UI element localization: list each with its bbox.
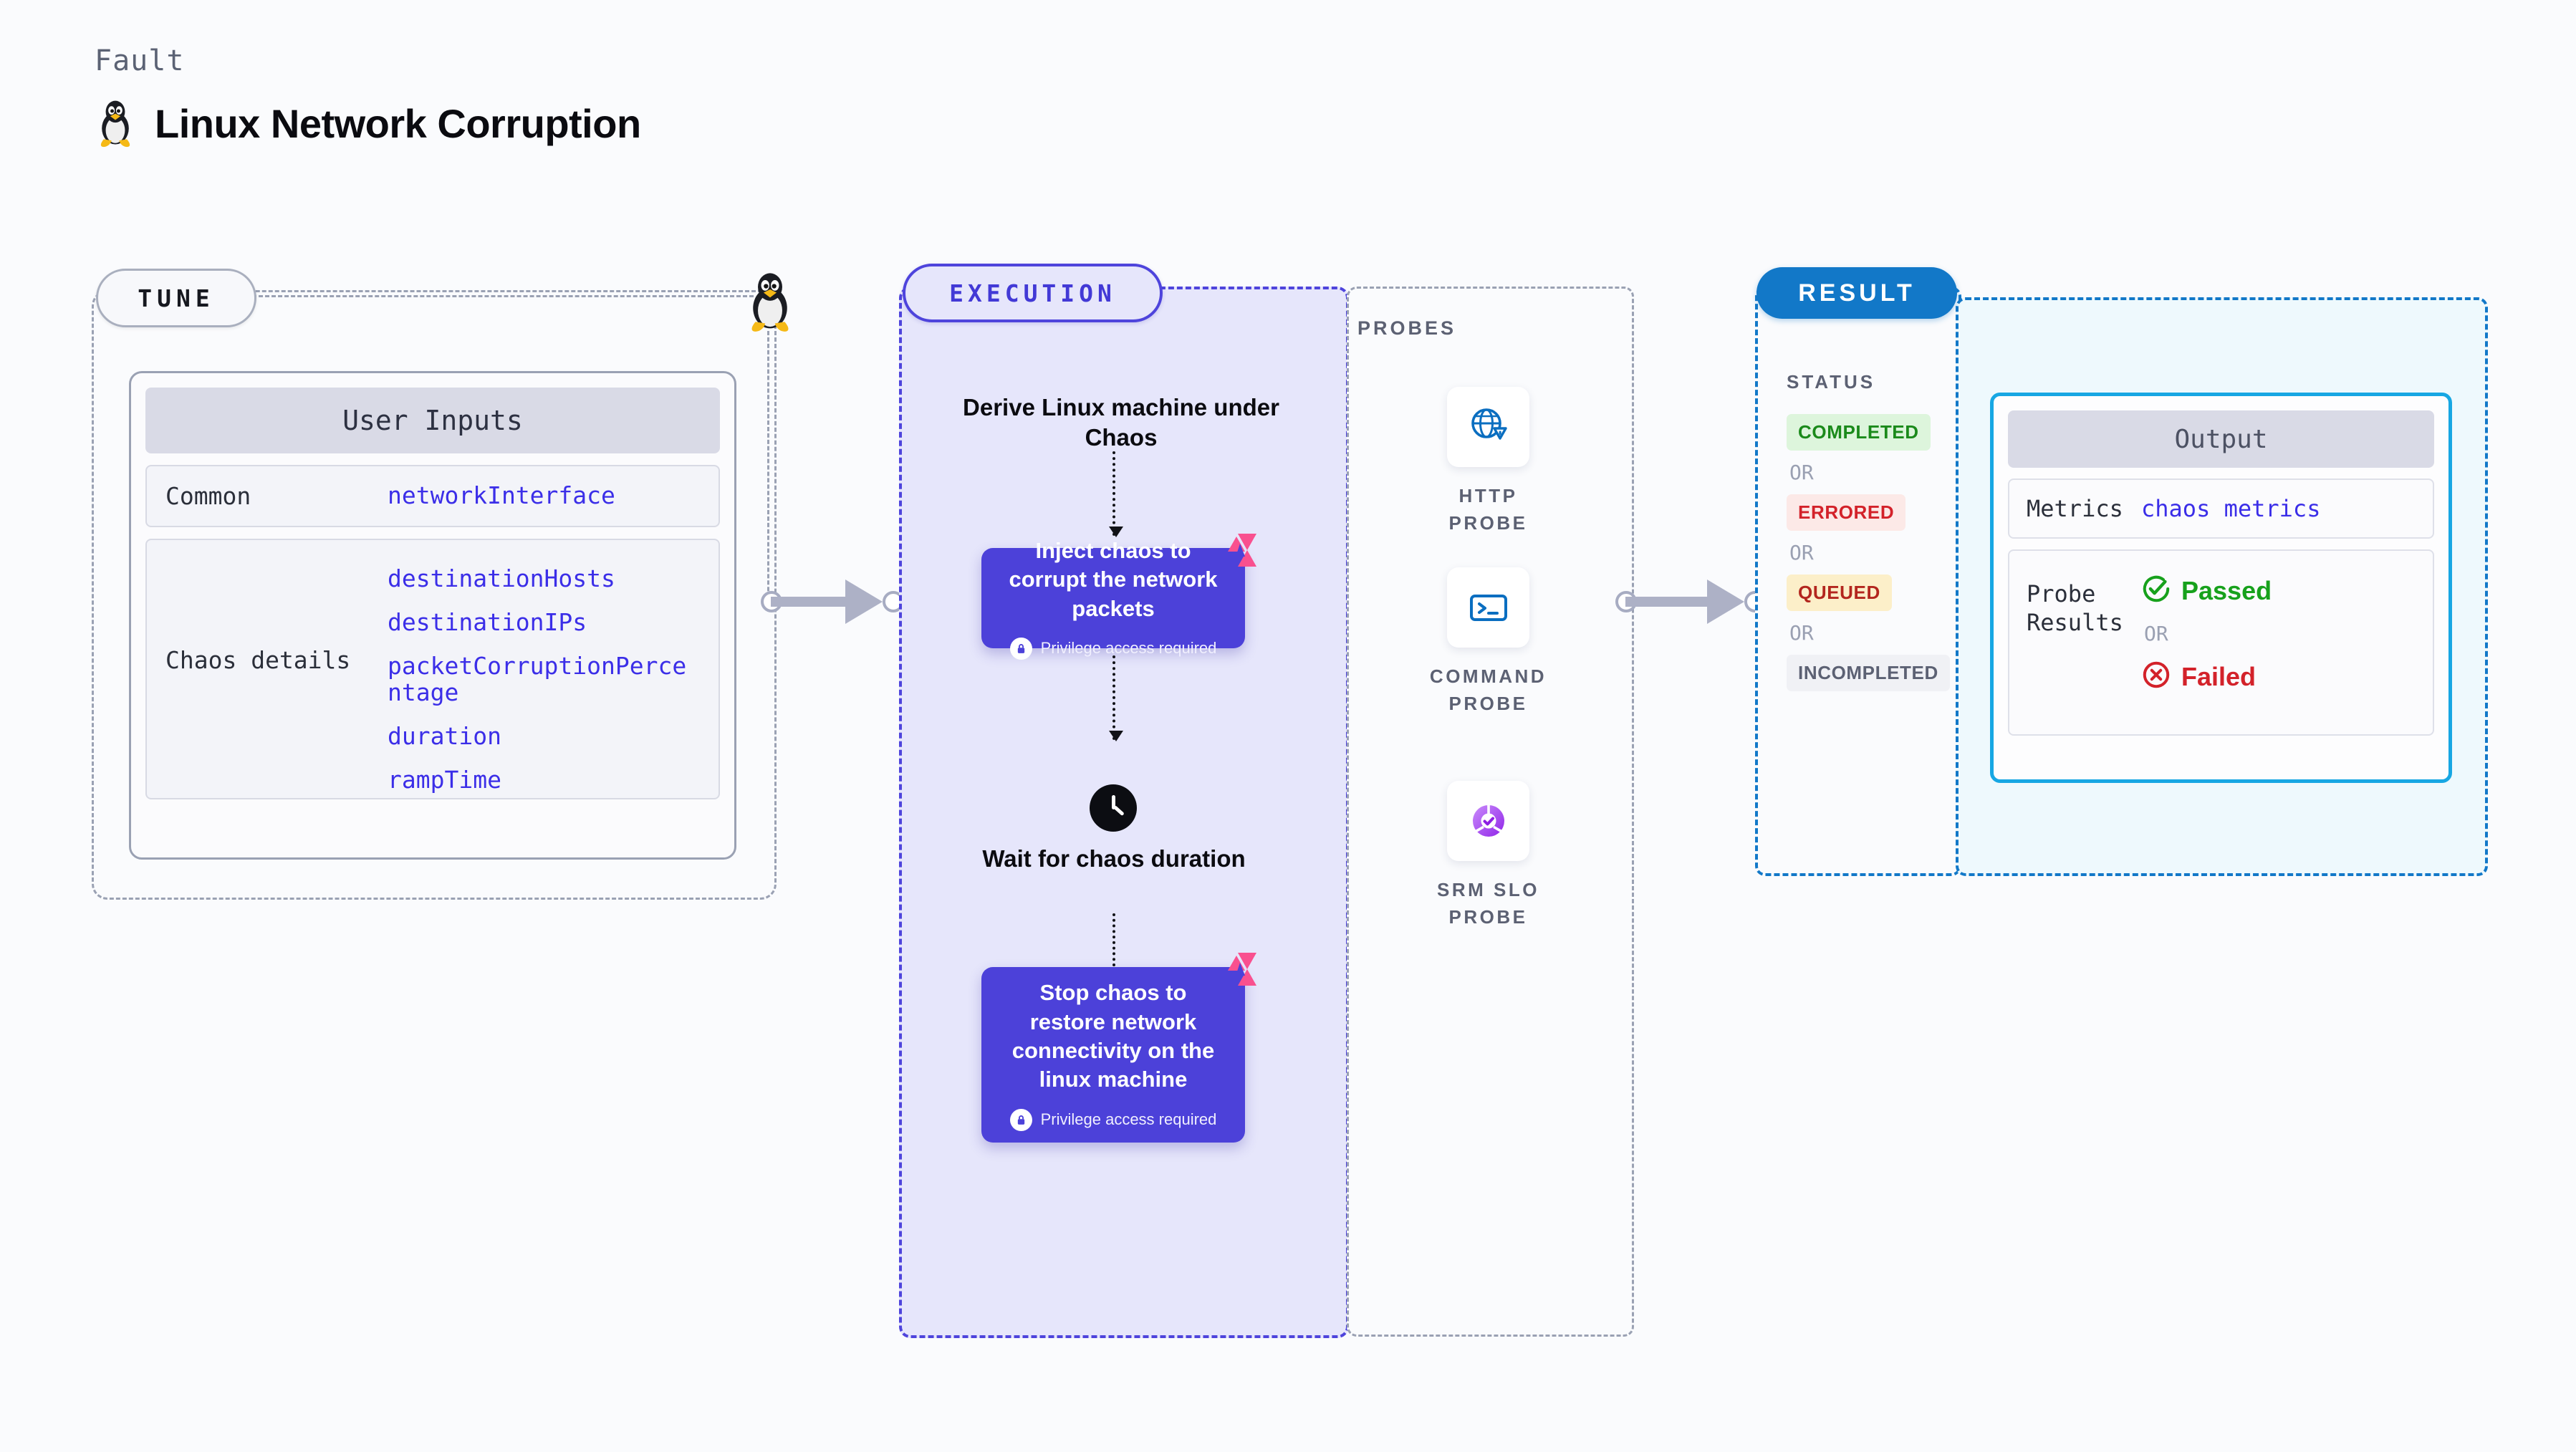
litmus-chaos-icon: [1216, 951, 1258, 989]
tune-to-execution-arrow: [761, 577, 904, 627]
tune-badge-label: TUNE: [138, 284, 215, 312]
execution-section-badge[interactable]: EXECUTION: [903, 264, 1163, 322]
check-circle-icon: [2141, 574, 2171, 607]
execution-badge-label: EXECUTION: [949, 279, 1116, 307]
probes-section-label: PROBES: [1357, 317, 1457, 339]
lock-icon: [1009, 1108, 1032, 1131]
param-value-destination-hosts[interactable]: destinationHosts: [388, 564, 615, 592]
execution-step-derive: Derive Linux machine under Chaos: [963, 394, 1279, 451]
linux-tux-icon: [95, 99, 136, 148]
tune-section-badge[interactable]: TUNE: [96, 269, 256, 327]
probe-results-label: Probe Results: [2027, 580, 2123, 636]
param-label-common: Common: [165, 482, 251, 510]
result-section-badge[interactable]: RESULT: [1756, 267, 1957, 319]
page-title: Linux Network Corruption: [155, 100, 641, 146]
execution-step-wait: Wait for chaos duration: [982, 845, 1246, 872]
status-or-3: OR: [1789, 621, 1814, 645]
status-badge-errored: ERRORED: [1787, 494, 1906, 531]
output-row-metrics: Metrics chaos metrics: [2008, 479, 2434, 539]
status-badge-queued: QUEUED: [1787, 574, 1892, 611]
arrow-shaft: [771, 597, 864, 607]
slo-donut-check-icon: [1447, 781, 1529, 861]
arrow-head: [845, 580, 883, 624]
globe-warning-icon: [1447, 387, 1529, 467]
clock-icon: [1090, 784, 1137, 832]
x-circle-icon: [2141, 660, 2171, 693]
status-label: STATUS: [1787, 371, 1876, 393]
probe-verdict-passed: Passed: [2141, 574, 2272, 607]
probe-command[interactable]: COMMAND PROBE: [1426, 567, 1551, 717]
lock-icon: [1009, 637, 1032, 660]
user-inputs-title-label: User Inputs: [342, 405, 523, 436]
privilege-note: Privilege access required: [1009, 637, 1217, 660]
probes-to-result-arrow: [1615, 577, 1766, 627]
probe-verdict-or: OR: [2144, 622, 2168, 645]
flow-arrow-1: [1109, 451, 1123, 537]
status-or-2: OR: [1789, 541, 1814, 564]
param-row-chaos-details: Chaos details destinationHosts destinati…: [145, 539, 720, 799]
status-badge-incompleted: INCOMPLETED: [1787, 655, 1950, 691]
status-badge-completed: COMPLETED: [1787, 414, 1931, 451]
param-value-duration[interactable]: duration: [388, 721, 501, 750]
fault-kicker: Fault: [95, 44, 185, 77]
output-title: Output: [2008, 410, 2434, 468]
user-inputs-card: User Inputs Common networkInterface Chao…: [129, 371, 736, 860]
failed-label: Failed: [2181, 661, 2257, 691]
probe-verdict-failed: Failed: [2141, 660, 2272, 693]
stop-card-label: Stop chaos to restore network connectivi…: [1011, 980, 1215, 1092]
status-list: COMPLETED OR ERRORED OR QUEUED OR INCOMP…: [1787, 414, 1950, 691]
privilege-label: Privilege access required: [1040, 639, 1217, 658]
metrics-value[interactable]: chaos metrics: [2141, 495, 2321, 522]
probe-srm-slo[interactable]: SRM SLO PROBE: [1426, 781, 1551, 931]
page-header: Fault Linux Network Corruption: [95, 44, 641, 148]
param-label-chaos-details: Chaos details: [165, 646, 351, 674]
param-row-common: Common networkInterface: [145, 465, 720, 527]
output-title-label: Output: [2174, 424, 2268, 454]
terminal-icon: [1447, 567, 1529, 648]
privilege-note: Privilege access required: [1009, 1108, 1217, 1131]
param-value-destination-ips[interactable]: destinationIPs: [388, 607, 587, 636]
arrow-shaft: [1625, 597, 1726, 607]
tune-dashed-connector-horizontal: [252, 295, 754, 297]
param-value-packet-corruption-percentage[interactable]: packetCorruptionPercentage: [388, 651, 687, 706]
privilege-label: Privilege access required: [1040, 1110, 1217, 1129]
litmus-chaos-icon: [1216, 532, 1258, 569]
passed-label: Passed: [2181, 575, 2272, 605]
param-value-network-interface[interactable]: networkInterface: [388, 481, 615, 510]
param-value-ramp-time[interactable]: rampTime: [388, 765, 501, 794]
status-or-1: OR: [1789, 461, 1814, 484]
output-row-probe-results: Probe Results Passed OR: [2008, 549, 2434, 736]
probe-http-label: HTTP PROBE: [1448, 485, 1528, 534]
probe-http[interactable]: HTTP PROBE: [1426, 387, 1551, 537]
probe-srm-slo-label: SRM SLO PROBE: [1437, 879, 1539, 928]
title-row: Linux Network Corruption: [95, 99, 641, 148]
linux-tux-icon: [739, 271, 801, 332]
arrow-head: [1707, 580, 1744, 624]
probe-command-label: COMMAND PROBE: [1429, 665, 1547, 714]
output-card: Output Metrics chaos metrics Probe Resul…: [1990, 393, 2452, 783]
metrics-label: Metrics: [2027, 495, 2123, 522]
tune-dashed-connector-vertical: [767, 331, 769, 610]
result-badge-label: RESULT: [1798, 279, 1916, 307]
flow-arrow-2: [1109, 655, 1123, 741]
execution-step-inject-card[interactable]: Inject chaos to corrupt the network pack…: [981, 534, 1256, 660]
user-inputs-title: User Inputs: [145, 388, 720, 453]
execution-step-stop-card[interactable]: Stop chaos to restore network connectivi…: [981, 953, 1256, 1143]
inject-card-label: Inject chaos to corrupt the network pack…: [1009, 538, 1218, 621]
